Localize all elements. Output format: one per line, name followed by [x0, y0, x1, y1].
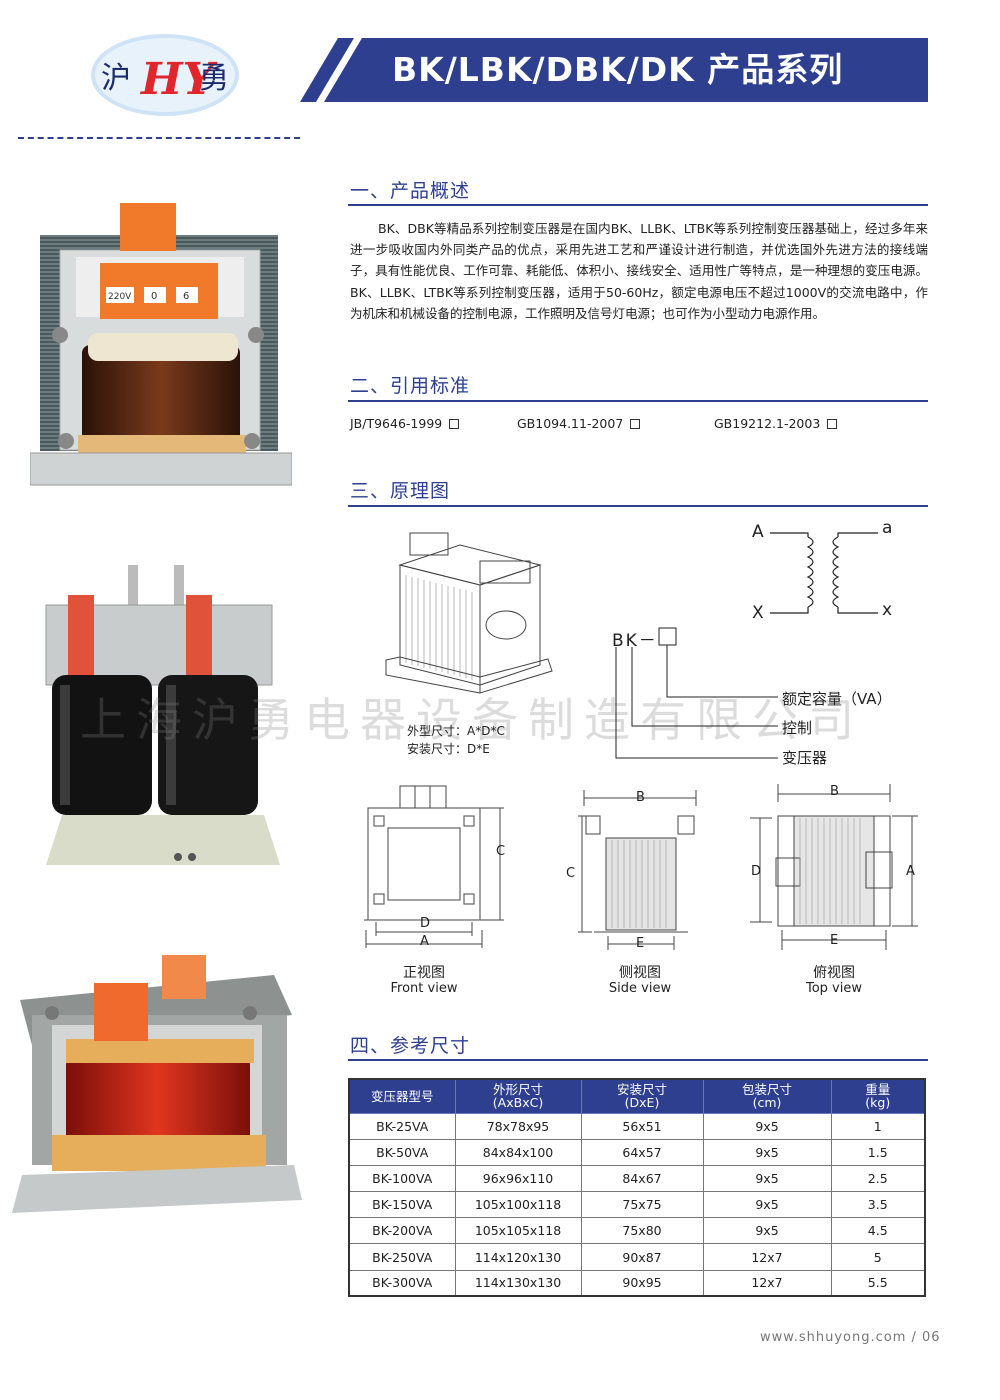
- model-code-prefix: BK－: [612, 631, 658, 651]
- product-photo-lbk: [12, 955, 302, 1225]
- website-link[interactable]: www.shhuyong.com: [760, 1330, 907, 1345]
- side-view-caption-en: Side view: [608, 981, 672, 996]
- dim-D-front: D: [420, 916, 431, 931]
- side-view-drawing: [578, 790, 697, 950]
- front-view-drawing: [364, 785, 504, 948]
- header-weight: 重量(kg): [830, 1078, 926, 1114]
- photo-label-220v: 220V: [108, 292, 132, 302]
- terminal-X: X: [752, 603, 764, 623]
- overview-text: BK、DBK等精品系列控制变压器是在国内BK、LLBK、LTBK等系列控制变压器…: [350, 221, 928, 321]
- overview-paragraph: BK、DBK等精品系列控制变压器是在国内BK、LLBK、LTBK等系列控制变压器…: [350, 218, 928, 324]
- front-view-caption-cn: 正视图: [403, 965, 445, 981]
- section-rule: [348, 505, 928, 507]
- dim-C-front: C: [496, 844, 506, 859]
- section-rule: [348, 1059, 928, 1061]
- front-view-caption-en: Front view: [390, 981, 458, 996]
- size-table: 变压器型号 外形尺寸(AxBxC) 安装尺寸(DxE) 包装尺寸(cm) 重量(…: [348, 1078, 926, 1298]
- dim-D-top: D: [751, 864, 762, 879]
- brand-logo: 沪 HY 勇: [87, 30, 243, 120]
- section-title-schematic: 三、原理图: [350, 480, 451, 502]
- checkbox-icon: [827, 419, 838, 429]
- header-dashed-line: [18, 137, 300, 139]
- dim-A-top: A: [906, 864, 915, 879]
- dim-E-top: E: [830, 933, 839, 948]
- logo-char-right: 勇: [199, 61, 229, 96]
- top-view-caption-en: Top view: [805, 981, 862, 996]
- logo-char-left: 沪: [101, 61, 131, 96]
- standard-item: GB1094.11-2007: [517, 416, 641, 431]
- top-view-drawing: [750, 784, 918, 950]
- checkbox-icon: [630, 419, 641, 429]
- dim-E-side: E: [636, 936, 645, 951]
- isometric-transformer-drawing: [385, 532, 553, 694]
- header-install: 安装尺寸(DxE): [580, 1078, 704, 1114]
- title-banner: [300, 38, 928, 102]
- dim-C-side: C: [566, 866, 576, 881]
- section-rule: [348, 204, 928, 206]
- page-number: / 06: [911, 1330, 941, 1345]
- table-header-row: 变压器型号 外形尺寸(AxBxC) 安装尺寸(DxE) 包装尺寸(cm) 重量(…: [348, 1078, 926, 1114]
- checkbox-icon: [449, 419, 460, 429]
- product-photo-dbk: [38, 565, 286, 895]
- side-view-caption-cn: 侧视图: [619, 965, 661, 981]
- code-transformer-label: 变压器: [782, 749, 828, 767]
- page-title: BK/LBK/DBK/DK 产品系列: [392, 50, 844, 89]
- header-model: 变压器型号: [348, 1078, 456, 1114]
- winding-symbol: [770, 532, 878, 614]
- outline-dimension-label: 外型尺寸：A*D*C: [407, 724, 505, 738]
- terminal-A: A: [752, 522, 764, 542]
- dim-B-top: B: [830, 784, 839, 799]
- install-dimension-label: 安装尺寸：D*E: [407, 742, 490, 756]
- terminal-x: x: [882, 600, 893, 620]
- page-footer: www.shhuyong.com / 06: [760, 1330, 941, 1345]
- header-outline: 外形尺寸(AxBxC): [454, 1078, 582, 1114]
- terminal-a: a: [882, 518, 893, 538]
- logo-hy: HY: [139, 54, 218, 105]
- product-photo-bk: 220V 0 6: [30, 195, 292, 495]
- standard-item: JB/T9646-1999: [350, 416, 460, 431]
- photo-label-0: 0: [151, 291, 157, 302]
- header-package: 包装尺寸(cm): [702, 1078, 832, 1114]
- top-view-caption-cn: 俯视图: [813, 965, 855, 981]
- code-capacity-label: 额定容量（VA）: [782, 690, 892, 708]
- photo-label-6: 6: [183, 291, 189, 302]
- dim-A-front: A: [420, 934, 429, 949]
- company-watermark: 上海沪勇电器设备制造有限公司: [80, 693, 864, 747]
- section-rule: [348, 400, 928, 402]
- code-control-label: 控制: [782, 719, 813, 737]
- section-title-standards: 二、引用标准: [350, 375, 471, 397]
- section-title-overview: 一、产品概述: [350, 180, 471, 202]
- section-title-sizes: 四、参考尺寸: [350, 1035, 471, 1057]
- standard-item: GB19212.1-2003: [714, 416, 838, 431]
- model-code-leader-lines: [615, 627, 778, 759]
- dim-B-side: B: [636, 790, 645, 805]
